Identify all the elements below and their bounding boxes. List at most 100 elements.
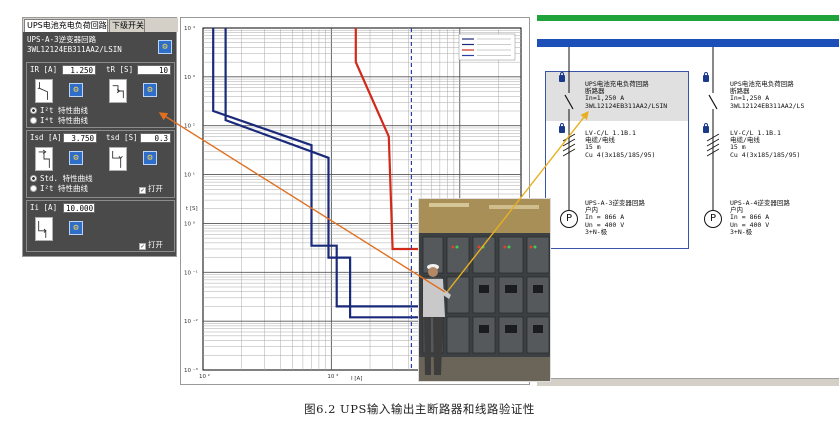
lock-icon xyxy=(559,123,565,133)
switchgear-photo-drawing xyxy=(419,199,550,381)
feeder1-load-poles: 3+N-极 xyxy=(585,227,608,236)
tab-bar: UPS电池充电负荷回路 下级开关 xyxy=(23,18,178,32)
tr-wrench-icon[interactable]: ⚙ xyxy=(143,83,157,97)
tr-curve-icon[interactable] xyxy=(109,79,127,103)
tab-downstream-switch[interactable]: 下级开关 xyxy=(109,19,145,32)
curve-option-i2t[interactable]: I²t 特性曲线 xyxy=(30,106,88,116)
ir-value-field[interactable]: 1.250 xyxy=(62,65,96,75)
y-tick-label: 10 ⁻³ xyxy=(184,367,198,374)
feeder1-load-info[interactable]: UPS-A-3逆变器回路 户内 In = 866 A Un = 400 V 3+… xyxy=(585,199,645,236)
feeder1-load-voltage: Un = 400 V xyxy=(585,220,625,229)
switchgear-photo xyxy=(418,198,551,382)
radio-selected-icon[interactable] xyxy=(30,107,37,114)
feeder1-load-location: 户内 xyxy=(585,206,598,215)
feeder1-cable-section: Cu 4(3x185/185/95) xyxy=(585,150,656,159)
feeder1-breaker-model: 3WL12124EB311AA2/LSIN xyxy=(585,101,668,110)
load-symbol-icon[interactable]: P xyxy=(560,210,578,228)
feeder1-cable-info[interactable]: LV-C/L 1.1B.1 电缆/电线 15 m Cu 4(3x185/185/… xyxy=(585,129,656,159)
isd-label: Isd [A] xyxy=(30,133,62,142)
lock-icon xyxy=(559,72,565,82)
x-tick-label: 10 ² xyxy=(199,373,210,380)
y-tick-label: 10 ⁴ xyxy=(184,25,196,32)
feeder1-breaker-type: 断路器 xyxy=(585,87,605,96)
long-time-group: IR [A] 1.250 tR [S] 10 ⚙ ⚙ I²t 特性曲线 I⁴t … xyxy=(26,62,175,128)
radio-icon[interactable] xyxy=(30,185,37,192)
y-tick-label: 10 ³ xyxy=(184,74,195,81)
x-axis-label: I [A] xyxy=(351,376,362,382)
radio-selected-icon[interactable] xyxy=(30,175,37,182)
feeder1-load-current: In = 866 A xyxy=(585,213,625,222)
feeder1-breaker-name: UPS电池充电负荷回路 xyxy=(585,80,649,88)
ir-wrench-icon[interactable]: ⚙ xyxy=(69,83,83,97)
tsd-wrench-icon[interactable]: ⚙ xyxy=(143,151,157,165)
figure-caption: 图6.2 UPS输入输出主断路器和线路验证性 xyxy=(304,402,535,416)
device-header: UPS-A-3逆变器回路 3WL12124EB311AA2/LSIN xyxy=(24,33,175,59)
feeder1-cable-length: 15 m xyxy=(585,143,601,152)
y-tick-label: 10 ⁰ xyxy=(184,220,196,227)
tab-ups-charging-circuit[interactable]: UPS电池充电负荷回路 xyxy=(24,19,108,32)
checkbox-checked-icon[interactable]: ✓ xyxy=(139,187,146,194)
tr-label: tR [S] xyxy=(106,65,134,74)
tsd-value-field[interactable]: 0.3 xyxy=(140,133,171,143)
feeder2-load-voltage: Un = 400 V xyxy=(730,220,770,229)
feeder2-breaker-name: UPS电池充电负荷回路 xyxy=(730,80,794,88)
horizontal-scrollbar[interactable] xyxy=(537,378,839,386)
ii-wrench-icon[interactable]: ⚙ xyxy=(69,221,83,235)
y-tick-label: 10 ¹ xyxy=(184,172,195,179)
feeder2-load-current: In = 866 A xyxy=(730,213,770,222)
feeder1-cable-type: 电缆/电线 xyxy=(585,136,615,145)
checkbox-checked-icon[interactable]: ✓ xyxy=(139,243,146,250)
single-line-diagram: UPS电池充电负荷回路 断路器 In=1,250 A 3WL12124EB311… xyxy=(537,13,839,259)
feeder2-load-poles: 3+N-极 xyxy=(730,227,753,236)
feeder2-cable-length: 15 m xyxy=(730,143,746,152)
feeder1-breaker-info[interactable]: UPS电池充电负荷回路 断路器 In=1,250 A 3WL12124EB311… xyxy=(585,80,668,110)
feeder1-breaker-rating: In=1,250 A xyxy=(585,94,625,103)
radio-icon[interactable] xyxy=(30,117,37,124)
instantaneous-curve-icon[interactable] xyxy=(35,217,53,241)
feeder2-load-info[interactable]: UPS-A-4逆变器回路 户内 In = 866 A Un = 400 V 3+… xyxy=(730,199,790,236)
feeder2-cable-type: 电缆/电线 xyxy=(730,136,760,145)
load-symbol-icon[interactable]: P xyxy=(704,210,722,228)
short-time-enable-checkbox[interactable]: ✓打开 xyxy=(139,184,163,194)
busbar-green xyxy=(537,15,839,21)
curve-option-i4t[interactable]: I⁴t 特性曲线 xyxy=(30,116,88,126)
device-name: UPS-A-3逆变器回路 xyxy=(27,35,97,44)
feeder2-load-name: UPS-A-4逆变器回路 xyxy=(730,199,790,207)
short-time-curve-icon[interactable] xyxy=(35,147,53,171)
lock-icon xyxy=(703,123,709,133)
feeder2-breaker-model: 3WL12124EB311AA2/LS xyxy=(730,101,805,110)
feeder2-cable-section: Cu 4(3x185/185/95) xyxy=(730,150,801,159)
y-tick-label: 10 ⁻¹ xyxy=(184,269,198,276)
ir-label: IR [A] xyxy=(30,65,58,74)
y-axis-label: t [S] xyxy=(186,206,198,212)
ii-value-field[interactable]: 10.000 xyxy=(63,203,95,213)
isd-wrench-icon[interactable]: ⚙ xyxy=(69,151,83,165)
feeder2-breaker-type: 断路器 xyxy=(730,87,750,96)
ii-label: Ii [A] xyxy=(30,203,58,212)
x-tick-label: 10 ³ xyxy=(327,373,338,380)
busbar-blue xyxy=(537,39,839,47)
isd-value-field[interactable]: 3.750 xyxy=(63,133,97,143)
tr-value-field[interactable]: 10 xyxy=(137,65,171,75)
instantaneous-enable-checkbox[interactable]: ✓打开 xyxy=(139,240,163,250)
feeder2-breaker-info[interactable]: UPS电池充电负荷回路 断路器 In=1,250 A 3WL12124EB311… xyxy=(730,80,805,110)
settings-panel: UPS电池充电负荷回路 下级开关 UPS-A-3逆变器回路 3WL12124EB… xyxy=(22,17,178,257)
feeder2-cable-info[interactable]: LV-C/L 1.1B.1 电缆/电线 15 m Cu 4(3x185/185/… xyxy=(730,129,801,159)
feeder1-cable-id: LV-C/L 1.1B.1 xyxy=(585,129,636,137)
curve-option-i2t-sd[interactable]: I²t 特性曲线 xyxy=(30,184,88,194)
short-time-group: Isd [A] 3.750 tsd [S] 0.3 ⚙ ⚙ Std. 特性曲线 … xyxy=(26,130,175,198)
y-tick-label: 10 ⁻² xyxy=(184,318,198,325)
y-tick-label: 10 ² xyxy=(184,123,195,130)
wrench-icon[interactable]: ⚙ xyxy=(158,40,172,54)
instantaneous-group: Ii [A] 10.000 ⚙ ✓打开 xyxy=(26,200,175,252)
feeder1-load-name: UPS-A-3逆变器回路 xyxy=(585,199,645,207)
tsd-curve-icon[interactable] xyxy=(109,147,127,171)
feeder2-cable-id: LV-C/L 1.1B.1 xyxy=(730,129,781,137)
feeder2-breaker-rating: In=1,250 A xyxy=(730,94,770,103)
lock-icon xyxy=(703,72,709,82)
tsd-label: tsd [S] xyxy=(106,133,138,142)
long-time-curve-icon[interactable] xyxy=(35,79,53,103)
curve-option-std[interactable]: Std. 特性曲线 xyxy=(30,174,93,184)
feeder2-load-location: 户内 xyxy=(730,206,743,215)
device-model: 3WL12124EB311AA2/LSIN xyxy=(27,45,122,54)
